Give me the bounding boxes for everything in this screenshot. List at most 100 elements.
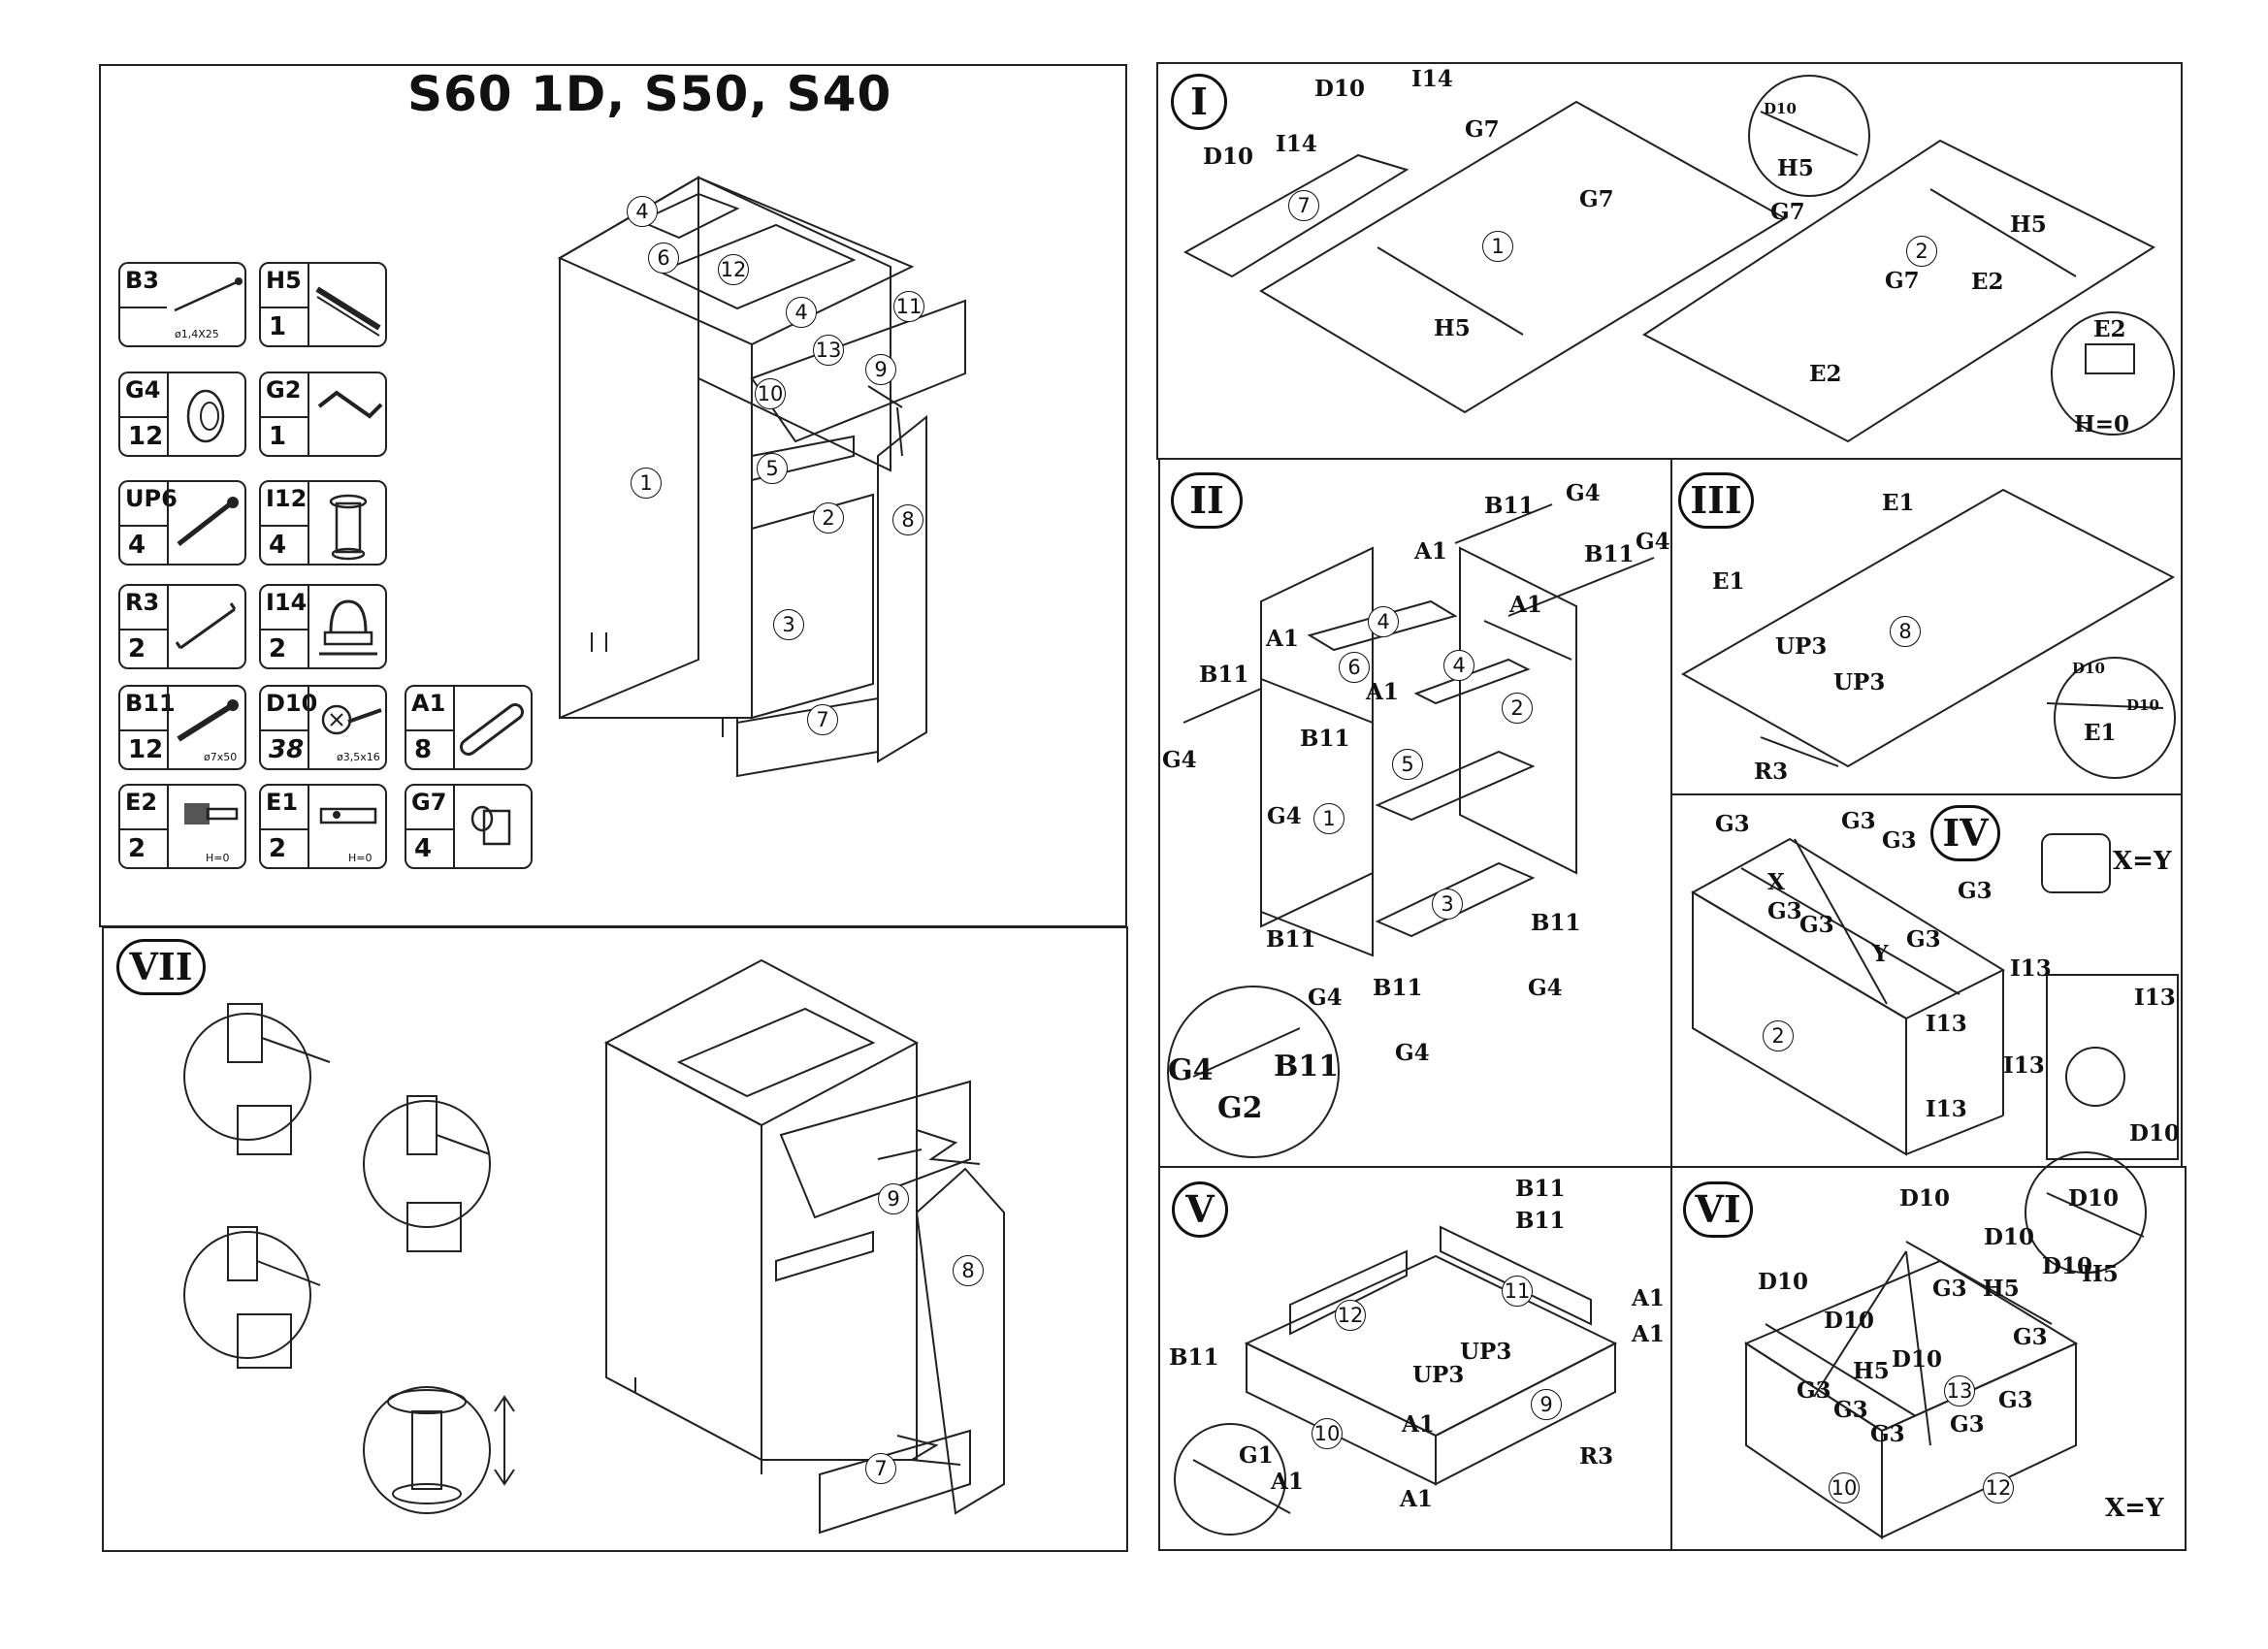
label-d10: D10 (1203, 144, 1253, 170)
label-e1: E1 (2084, 720, 2117, 746)
part-qty: 1 (269, 422, 287, 451)
label-h5: H5 (1853, 1358, 1890, 1384)
part-number: 6 (648, 242, 679, 274)
step-marker-ii: II (1171, 472, 1243, 529)
handle-icon (175, 602, 237, 650)
confirmat-screw-icon (177, 699, 239, 742)
part-number: 13 (1944, 1375, 1975, 1406)
label-b11: B11 (1515, 1208, 1566, 1234)
label-e2: E2 (1809, 361, 1842, 387)
label-i13: I13 (2010, 955, 2052, 982)
label-g3: G3 (1932, 1276, 1967, 1302)
part-code: G7 (411, 789, 447, 816)
hinge-icon (184, 803, 239, 824)
step-iii-drawing (1680, 488, 2176, 779)
label-g3: G3 (1797, 1377, 1831, 1404)
label-g3: G3 (1998, 1387, 2033, 1413)
label-up3: UP3 (1775, 633, 1828, 660)
step-marker-v: V (1172, 1181, 1228, 1238)
label-g3: G3 (1767, 898, 1802, 924)
label-r3: R3 (1754, 759, 1789, 785)
part-code: R3 (125, 589, 160, 616)
panel-parts-list (99, 64, 1127, 927)
detail-circle-h5 (1748, 75, 1870, 197)
part-qty: 12 (128, 735, 164, 764)
part-number: 6 (1339, 652, 1370, 683)
label-x-equals-y: X=Y (2105, 1494, 2164, 1523)
allen-key-icon (317, 390, 383, 419)
part-note: ø3,5x16 (337, 751, 380, 763)
label-x: X (1767, 869, 1785, 895)
step-marker-vi: VI (1683, 1181, 1753, 1238)
part-number: 10 (755, 378, 786, 409)
label-g3: G3 (1950, 1411, 1985, 1438)
hinge-plate-icon (319, 807, 377, 824)
leg-icon (329, 494, 368, 561)
part-number: 11 (1502, 1276, 1533, 1307)
part-card-b3: B3 ø1,4X25 (118, 262, 246, 347)
detail-circle-d10-h5 (2025, 1151, 2147, 1274)
part-number: 5 (757, 453, 788, 484)
part-number: 10 (1312, 1418, 1343, 1449)
label-b11: B11 (1274, 1050, 1340, 1083)
page-title: S60 1D, S50, S40 (407, 66, 892, 122)
part-qty: 4 (414, 834, 433, 863)
label-d10: D10 (2042, 1253, 2092, 1279)
part-qty: 1 (269, 312, 287, 341)
part-qty: 2 (269, 634, 287, 663)
label-g4: G4 (1395, 1040, 1430, 1066)
part-code: D10 (266, 690, 318, 717)
part-card-e2: E2 2 H=0 (118, 784, 246, 869)
part-card-g4: G4 12 (118, 372, 246, 457)
label-r3: R3 (1579, 1443, 1614, 1470)
part-code: B3 (125, 267, 159, 294)
label-g4: G4 (1308, 985, 1343, 1011)
part-card-i12: I12 4 (259, 480, 387, 566)
part-card-b11: B11 12 ø7x50 (118, 685, 246, 770)
label-d10: D10 (1758, 1269, 1808, 1295)
part-qty: 4 (269, 531, 287, 560)
part-note: ø1,4X25 (175, 328, 219, 340)
part-qty: 2 (269, 834, 287, 863)
label-a1: A1 (1400, 1486, 1433, 1512)
part-number: 1 (1482, 231, 1513, 262)
part-number: 1 (631, 468, 662, 499)
label-g4: G4 (1636, 529, 1670, 555)
step-ii-drawing (1167, 503, 1655, 1158)
label-e2: E2 (2093, 316, 2126, 342)
part-number: 5 (1392, 749, 1423, 780)
label-i14: I14 (1411, 66, 1453, 92)
part-card-g7: G7 4 (405, 784, 533, 869)
part-number: 3 (1432, 889, 1463, 920)
label-g4: G4 (1168, 1053, 1214, 1087)
label-h5: H5 (2010, 211, 2047, 238)
part-note: ø7x50 (204, 751, 238, 763)
part-code: E1 (266, 789, 299, 816)
label-g7: G7 (1885, 268, 1920, 294)
part-number: 4 (627, 196, 658, 227)
part-code: I14 (266, 589, 308, 616)
part-number: 7 (807, 704, 838, 735)
label-h5: H5 (1434, 315, 1471, 341)
label-g3: G3 (1958, 878, 1993, 904)
part-number: 4 (786, 297, 817, 328)
step-v-drawing (1174, 1225, 1618, 1536)
label-d10: D10 (2072, 660, 2105, 677)
label-d10: D10 (2068, 1185, 2119, 1212)
part-qty: 12 (128, 422, 164, 451)
label-b11: B11 (1300, 726, 1350, 752)
part-number: 2 (1763, 1020, 1794, 1051)
label-g1: G1 (1239, 1442, 1274, 1469)
part-number: 10 (1829, 1472, 1860, 1504)
label-g7: G7 (1465, 116, 1500, 143)
label-g3: G3 (1906, 926, 1941, 953)
part-code: A1 (411, 690, 446, 717)
part-code: H5 (266, 267, 302, 294)
cap-icon (186, 389, 225, 443)
part-number: 11 (893, 291, 924, 322)
step-marker-iii: III (1678, 472, 1754, 529)
part-number: 4 (1368, 606, 1399, 637)
detail-circle-e2 (2051, 311, 2175, 436)
part-note: H=0 (348, 852, 373, 864)
panel-step-vi (1670, 1166, 2187, 1551)
